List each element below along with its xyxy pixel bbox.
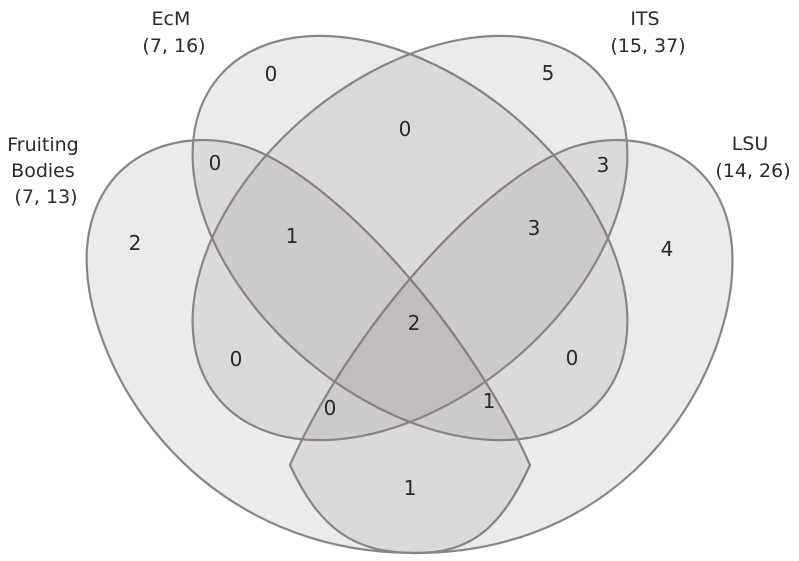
set-label-line: (15, 37) — [610, 35, 685, 57]
set-label-its: ITS (15, 37) — [610, 8, 685, 57]
region-count-fruiting-ecm-lsu: 1 — [483, 389, 496, 413]
set-label-line: (7, 16) — [142, 35, 205, 57]
set-label-line: (14, 26) — [715, 160, 790, 182]
set-label-line: ITS — [630, 8, 659, 30]
set-fruiting-bodies-shape — [85, 138, 532, 555]
set-label-fruiting-bodies: Fruiting Bodies (7, 13) — [7, 134, 85, 208]
region-count-ecm-only: 0 — [265, 62, 278, 86]
set-ecm-shape — [191, 34, 629, 442]
region-count-fruiting-ecm-its: 1 — [286, 224, 299, 248]
set-label-line: LSU — [732, 133, 769, 155]
region-count-ecm-its-lsu: 3 — [528, 216, 541, 240]
set-label-lsu: LSU (14, 26) — [715, 133, 790, 182]
region-count-fruiting-ecm: 0 — [209, 151, 222, 175]
set-lsu-shape — [288, 138, 734, 555]
set-label-line: (7, 13) — [14, 186, 77, 208]
region-count-its-only: 5 — [542, 61, 555, 85]
region-count-its-lsu: 3 — [597, 153, 610, 177]
region-count-lsu-only: 4 — [661, 237, 674, 261]
region-count-fruiting-lsu: 1 — [404, 476, 417, 500]
set-label-line: Bodies — [11, 160, 75, 182]
region-count-ecm-lsu: 0 — [566, 346, 579, 370]
set-label-line: EcM — [152, 8, 191, 30]
region-count-fruiting-only: 2 — [129, 231, 142, 255]
region-count-all-four: 2 — [408, 311, 421, 335]
region-count-fruiting-its-lsu: 0 — [324, 396, 337, 420]
region-count-ecm-its: 0 — [399, 117, 412, 141]
set-label-ecm: EcM (7, 16) — [142, 8, 205, 57]
set-its-shape — [191, 34, 629, 442]
region-count-fruiting-its: 0 — [230, 347, 243, 371]
set-label-line: Fruiting — [7, 134, 79, 156]
